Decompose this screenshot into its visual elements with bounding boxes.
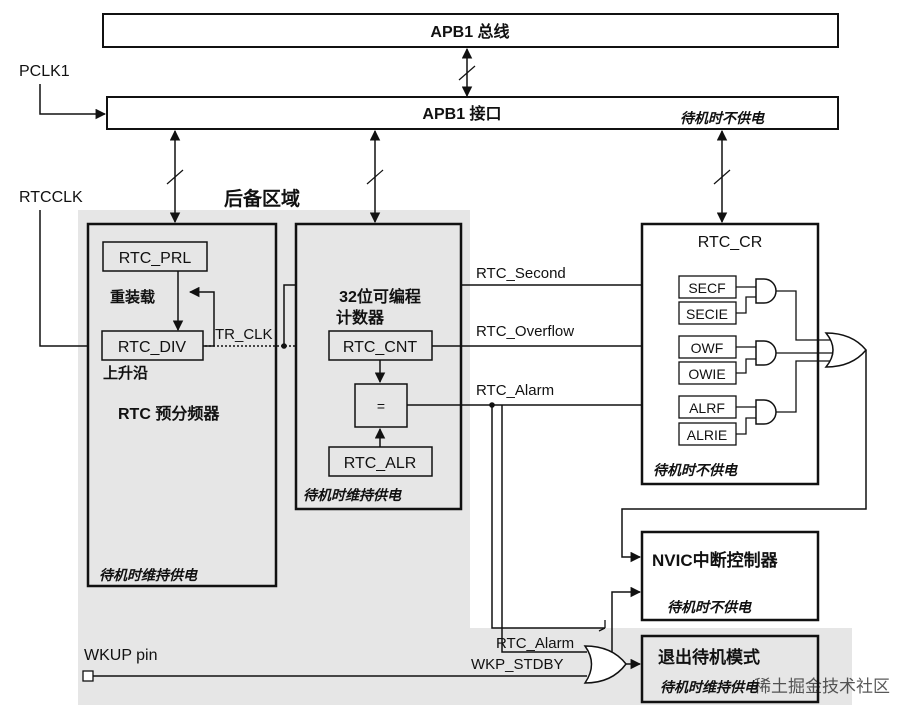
exit-standby-note: 待机时维持供电	[660, 679, 759, 695]
comparator-box	[354, 383, 408, 428]
rtc-prl-label: RTC_PRL	[119, 250, 192, 267]
owie-label: OWIE	[688, 366, 725, 382]
apb1-bus-label: APB1 总线	[430, 22, 509, 41]
comparator-label: =	[377, 398, 385, 414]
backup-domain-label: 后备区域	[224, 187, 300, 210]
nvic-title: NVIC中断控制器	[652, 550, 779, 570]
rtc-cr-note: 待机时不供电	[653, 462, 738, 478]
alrie-label: ALRIE	[687, 427, 727, 443]
rtc-alr-label: RTC_ALR	[344, 455, 417, 472]
reload-label: 重装载	[110, 288, 155, 306]
or-gate-standby	[583, 645, 627, 684]
pclk1-label: PCLK1	[19, 63, 70, 80]
rtc-prl-box	[102, 241, 208, 272]
counter-note: 待机时维持供电	[303, 487, 402, 503]
nvic-block	[640, 530, 820, 622]
and-gate-overflow	[755, 340, 777, 366]
rtc-div-label: RTC_DIV	[118, 339, 186, 356]
apb1-interface-box	[106, 96, 839, 130]
prescaler-name: RTC 预分频器	[118, 404, 220, 423]
prescaler-note: 待机时维持供电	[99, 567, 198, 583]
rtcclk-label: RTCCLK	[19, 189, 83, 206]
alrf-label: ALRF	[689, 400, 725, 416]
rtc-alarm-label: RTC_Alarm	[476, 382, 554, 399]
nvic-note: 待机时不供电	[667, 599, 752, 615]
or-gate-interrupt	[824, 332, 867, 368]
counter-title-1: 32位可编程	[339, 287, 421, 306]
wkp-stdby-label: WKP_STDBY	[471, 656, 564, 673]
and-gate-alarm	[755, 399, 777, 425]
apb1-bus-box	[102, 13, 839, 48]
owf-label: OWF	[691, 340, 724, 356]
prescaler-block	[86, 222, 278, 588]
wkup-pin-square	[82, 670, 94, 682]
rtc-alarm-low-label: RTC_Alarm	[496, 635, 574, 652]
rising-edge-label: 上升沿	[103, 365, 148, 382]
rtc-overflow-label: RTC_Overflow	[476, 323, 574, 340]
rtc-div-box	[101, 330, 204, 361]
counter-block	[294, 222, 463, 511]
watermark-text: 稀土掘金技术社区	[754, 677, 890, 696]
apb1-interface-label: APB1 接口	[422, 104, 501, 123]
counter-title-2: 计数器	[336, 308, 385, 327]
tr-clk-label: TR_CLK	[215, 326, 273, 343]
and-gate-second	[755, 278, 777, 304]
rtc-cnt-label: RTC_CNT	[343, 339, 418, 356]
apb1-interface-note: 待机时不供电	[680, 110, 765, 126]
exit-standby-block	[640, 634, 820, 704]
secie-label: SECIE	[686, 306, 728, 322]
rtc-cr-title: RTC_CR	[698, 234, 763, 251]
wkup-pin-label: WKUP pin	[84, 647, 158, 664]
secf-label: SECF	[688, 280, 725, 296]
rtc-alr-box	[328, 446, 433, 477]
exit-standby-title: 退出待机模式	[658, 647, 760, 667]
rtc-second-label: RTC_Second	[476, 265, 566, 282]
